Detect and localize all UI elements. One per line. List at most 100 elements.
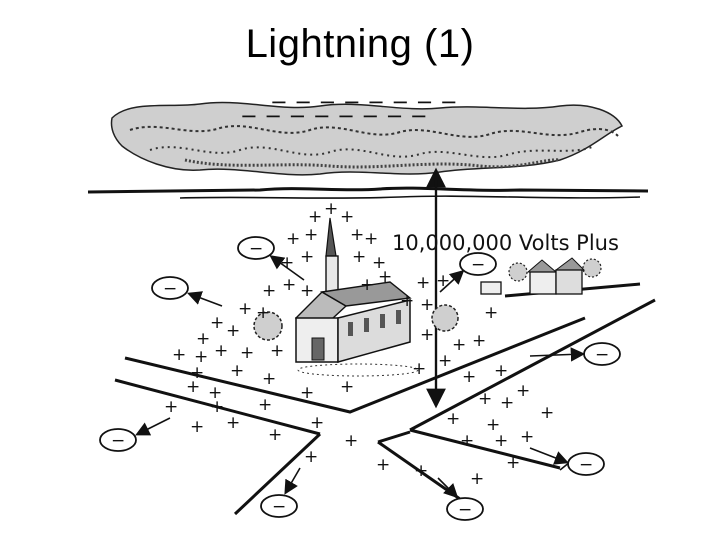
plus: +: [484, 303, 498, 323]
svg-text:−: −: [111, 431, 125, 451]
plus: +: [214, 341, 228, 361]
plus: +: [186, 377, 200, 397]
plus: +: [230, 361, 244, 381]
road-edge-left-down: [233, 432, 322, 516]
tree-far-1: [508, 262, 528, 282]
voltage-label: 10,000,000 Volts Plus: [392, 231, 619, 255]
tree-right: [431, 304, 459, 332]
svg-text:−: −: [163, 279, 177, 299]
storm-cloud: − − − − − − − − − − − − − − − −: [110, 90, 624, 176]
plus: +: [300, 247, 314, 267]
plus: +: [262, 369, 276, 389]
trees: [253, 258, 602, 341]
plus: +: [172, 345, 186, 365]
plus: +: [324, 199, 338, 219]
plus: +: [352, 247, 366, 267]
negative-charge-3: −: [439, 252, 497, 293]
plus: +: [400, 291, 414, 311]
negative-charge-8: −: [437, 477, 484, 521]
plus: +: [210, 397, 224, 417]
plus: +: [304, 225, 318, 245]
plus: +: [210, 313, 224, 333]
plus: +: [372, 253, 386, 273]
negative-charge-6: −: [529, 447, 605, 476]
houses: [480, 257, 586, 295]
road-stub: [377, 430, 411, 444]
plus: +: [286, 229, 300, 249]
plus: +: [520, 427, 534, 447]
plus: +: [268, 425, 282, 445]
negative-charge-5: −: [99, 417, 171, 452]
negative-charge-7: −: [260, 467, 301, 518]
plus: +: [472, 331, 486, 351]
plus: +: [164, 397, 178, 417]
cloud-charge-row-2: − − − − − − − −: [240, 104, 428, 128]
plus: +: [194, 347, 208, 367]
plus: +: [438, 351, 452, 371]
svg-text:−: −: [458, 500, 472, 520]
plus: +: [304, 447, 318, 467]
plus: +: [500, 393, 514, 413]
plus: +: [190, 363, 204, 383]
plus: +: [226, 413, 240, 433]
plus: +: [516, 381, 530, 401]
plus: +: [462, 367, 476, 387]
plus: +: [300, 383, 314, 403]
plus: +: [262, 281, 276, 301]
plus: +: [494, 431, 508, 451]
road-edge-far: [409, 298, 656, 432]
plus: +: [540, 403, 554, 423]
plus: +: [310, 413, 324, 433]
plus: +: [378, 267, 392, 287]
plus: +: [436, 271, 450, 291]
ground-positive-charges: + + + + + + + + + + + + + + + + + + + + …: [164, 199, 554, 489]
plus: +: [486, 415, 500, 435]
negative-charge-1: −: [237, 236, 305, 281]
slide-title: Lightning (1): [245, 22, 475, 66]
negative-charge-4: −: [529, 342, 621, 366]
plus: +: [478, 389, 492, 409]
tree-left: [253, 311, 283, 341]
plus: +: [416, 273, 430, 293]
plus: +: [470, 469, 484, 489]
road-edge-right: [409, 428, 561, 470]
plus: +: [460, 431, 474, 451]
plus: +: [344, 431, 358, 451]
plus: +: [308, 207, 322, 227]
plus: +: [376, 455, 390, 475]
horizon-shade: [179, 195, 641, 199]
plus: +: [494, 361, 508, 381]
plus: +: [446, 409, 460, 429]
plus: +: [340, 207, 354, 227]
plus: +: [270, 341, 284, 361]
plus: +: [452, 335, 466, 355]
plus: +: [414, 461, 428, 481]
plus: +: [340, 377, 354, 397]
plus: +: [360, 275, 374, 295]
svg-text:−: −: [471, 255, 485, 275]
plus: +: [420, 325, 434, 345]
plus: +: [364, 229, 378, 249]
plus: +: [240, 343, 254, 363]
plus: +: [256, 303, 270, 323]
plus: +: [238, 299, 252, 319]
road-edge-left: [114, 378, 321, 436]
plus: +: [280, 253, 294, 273]
plus: +: [420, 295, 434, 315]
cloud-charge-row-1: − − − − − − − −: [270, 90, 458, 114]
horizon-line: [87, 186, 649, 194]
svg-text:−: −: [579, 455, 593, 475]
plus: +: [350, 225, 364, 245]
plus: +: [282, 275, 296, 295]
negative-charges: − − − − −: [99, 236, 621, 521]
svg-text:−: −: [595, 345, 609, 365]
plus: +: [506, 453, 520, 473]
plus: +: [208, 383, 222, 403]
plus: +: [226, 321, 240, 341]
roads: [114, 282, 656, 516]
plus: +: [196, 329, 210, 349]
plus: +: [300, 281, 314, 301]
svg-text:−: −: [272, 497, 286, 517]
